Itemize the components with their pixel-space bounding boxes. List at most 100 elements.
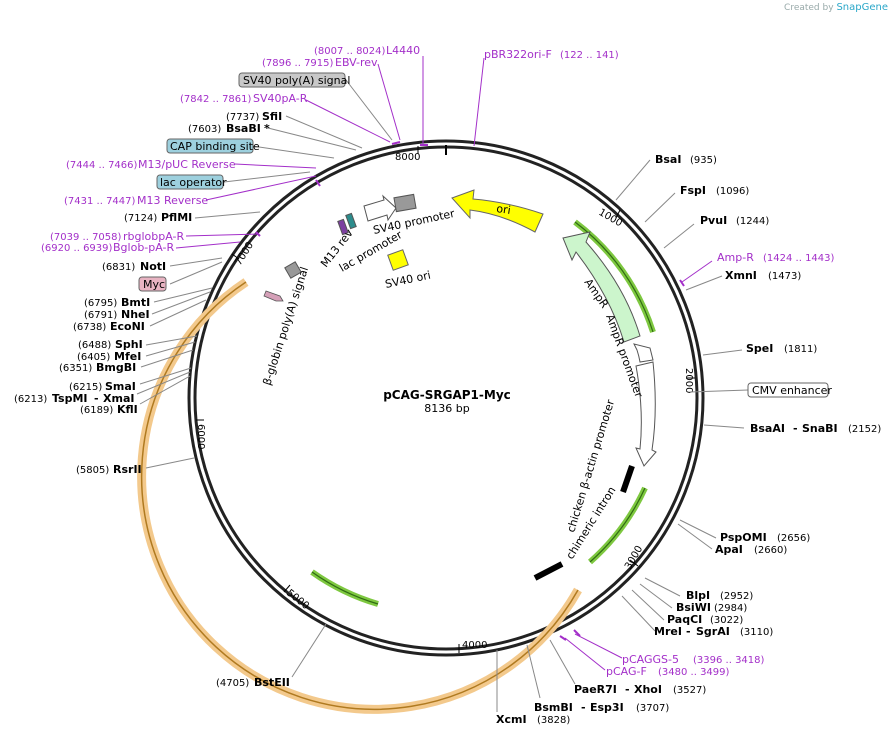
ori-label: ori	[496, 202, 512, 217]
primer-site-marker	[559, 635, 567, 641]
insert-arc-line	[140, 281, 579, 710]
enzyme-paqci-pos: (3022)	[710, 615, 743, 626]
feature-sv40-polya: SV40 poly(A) signal	[243, 74, 350, 87]
plasmid-name: pCAG-SRGAP1-Myc	[383, 388, 511, 402]
enzyme-bsteii-pos: (4705)	[216, 678, 249, 689]
enzyme-xhoi: XhoI	[634, 683, 662, 696]
bglobin-block	[284, 261, 302, 279]
enzyme-bmggi-pos: (6351)	[59, 363, 92, 374]
leader-line	[631, 589, 665, 621]
enzyme-xcmi-pos: (3828)	[537, 715, 570, 726]
primer-line	[564, 637, 606, 671]
enzyme-pvui-pos: (1244)	[736, 216, 769, 227]
enzyme-bsabi: BsaBI	[226, 122, 261, 135]
primer-site-marker	[315, 179, 321, 187]
primer-sv40par-pos: (7842 .. 7861)	[180, 94, 252, 105]
leader-line	[149, 299, 207, 327]
enzyme-mfei: MfeI	[114, 350, 141, 363]
enzyme-smai-pos: (6215)	[69, 382, 102, 393]
primer-pbr322: pBR322ori-F	[484, 48, 552, 61]
enzyme-paer7i: PaeR7I	[574, 683, 617, 696]
primer-l4440-pos: (8007 .. 8024)	[314, 46, 386, 57]
primer-pcagf: pCAG-F	[606, 665, 647, 678]
promoter-arrow	[635, 361, 657, 467]
enzyme-mrei: MreI	[654, 625, 682, 638]
tick-mark	[231, 253, 240, 260]
leader-line	[549, 639, 576, 685]
enhancer-bar	[620, 465, 635, 493]
primer-line	[681, 260, 713, 283]
enzyme-bsiwi: BsiWI	[676, 601, 711, 614]
primer-line	[175, 241, 241, 249]
leader-line	[169, 261, 223, 285]
leader-line	[677, 523, 713, 550]
primer-pcagf-pos: (3480 .. 3499)	[658, 667, 730, 678]
enzyme-kfli-pos: (6189)	[80, 405, 113, 416]
primer-site-marker	[255, 231, 261, 237]
enzyme-tspmi-sep: -	[94, 392, 99, 405]
enzyme-mfei-pos: (6405)	[77, 352, 110, 363]
feature-box-sv40polya	[238, 72, 346, 88]
enzyme-fspi: FspI	[680, 184, 706, 197]
primer-line	[185, 233, 259, 237]
tick-mark	[283, 584, 291, 593]
sv40-ori-block	[387, 249, 409, 271]
snapgene-credit: Created by SnapGene	[784, 2, 888, 13]
tick-mark	[629, 559, 639, 567]
ampr-promoter-arrow	[633, 343, 654, 363]
enzyme-bsteii: BstEII	[254, 676, 290, 689]
primer-l4440: L4440	[386, 44, 420, 57]
enzyme-noti-pos: (6831)	[102, 262, 135, 273]
enzyme-mrei-sep: -	[686, 625, 691, 638]
ori-feature-arrow	[451, 189, 544, 233]
ampr-green-line	[574, 221, 654, 333]
feature-lac-operator: lac operator	[160, 176, 227, 189]
feature-box-cap	[166, 138, 254, 154]
enzyme-sfii: SfiI	[262, 110, 282, 123]
enzyme-bsabi-pos: (7603)	[188, 124, 221, 135]
enzyme-bsai-pos: (935)	[690, 155, 717, 166]
enzyme-sgrai: SgrAI	[696, 625, 730, 638]
primer-line	[473, 57, 485, 147]
primer-line	[305, 99, 391, 143]
leader-line	[679, 519, 717, 539]
leader-line	[145, 335, 198, 346]
enzyme-nhei: NheI	[121, 308, 150, 321]
feature-box-cmv	[747, 382, 829, 398]
bglobin-polya-label: β-globin poly(A) signal	[260, 265, 311, 387]
primer-ebvrev-pos: (7896 .. 7915)	[262, 58, 334, 69]
enzyme-pflmi-pos: (7124)	[124, 213, 157, 224]
leader-line	[139, 367, 192, 385]
primer-ebvrev: EBV-rev	[335, 56, 378, 69]
backbone-outer	[187, 139, 705, 657]
enzyme-bsmbi-pos: (3707)	[636, 703, 669, 714]
leader-line	[169, 257, 223, 267]
leader-line	[194, 211, 261, 219]
primer-site-marker	[573, 629, 581, 637]
tick-label-2000: 2000	[683, 368, 694, 393]
enzyme-pvui: PvuI	[700, 214, 727, 227]
primer-site-marker	[679, 279, 685, 287]
enzyme-spei-pos: (1811)	[784, 344, 817, 355]
tick-mark	[615, 209, 621, 219]
plasmid-size: 8136 bp	[424, 402, 469, 415]
enzyme-rsrii: RsrII	[113, 463, 142, 476]
feature-cap-binding-site: CAP binding site	[170, 140, 260, 153]
enzyme-esp3i: Esp3I	[590, 701, 624, 714]
enzyme-pspomi-pos: (2656)	[777, 533, 810, 544]
enzyme-noti: NotI	[140, 260, 166, 273]
enzyme-bsmbi-sep: -	[581, 701, 586, 714]
enzyme-snabi: SnaBI	[802, 422, 838, 435]
leader-line	[136, 371, 191, 395]
leader-line	[702, 349, 743, 356]
enzyme-bsabi-star: *	[264, 122, 270, 135]
intron-green-line	[589, 487, 646, 563]
enzyme-xmai: XmaI	[103, 392, 134, 405]
primer-m13rev-pos: (7431 .. 7447)	[64, 196, 136, 207]
leader-line	[644, 577, 681, 597]
leader-line	[663, 223, 695, 249]
ampr-feature-arrow	[562, 231, 641, 343]
leader-line	[153, 287, 213, 303]
sv40-promoter-arrow	[363, 194, 397, 222]
intron-bar	[533, 561, 564, 581]
